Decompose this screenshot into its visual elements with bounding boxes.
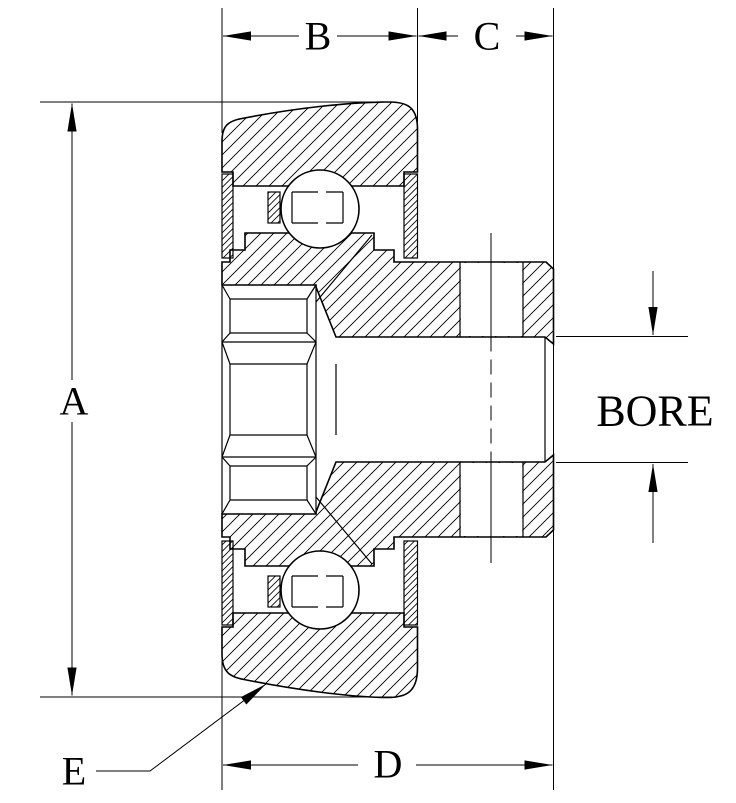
dim-label-d: D xyxy=(374,742,403,787)
dim-label-a: A xyxy=(60,379,89,424)
dim-label-e: E xyxy=(62,749,86,794)
bore-label: BORE xyxy=(596,387,713,436)
dimension-d: D xyxy=(223,742,553,787)
cage-bottom xyxy=(267,575,344,608)
dim-label-c: C xyxy=(474,14,501,59)
lube-hole xyxy=(459,262,524,537)
seal-top-left xyxy=(221,173,234,259)
seal-top-right xyxy=(403,173,419,259)
seal-bottom-right xyxy=(403,540,419,626)
hub-shoulder-chamfer-lines xyxy=(315,234,373,565)
hex-bore-detail xyxy=(221,284,337,515)
outer-ring-section-top xyxy=(221,101,419,187)
dimension-b: B xyxy=(223,14,417,59)
dim-label-b: B xyxy=(305,14,332,59)
cage-top xyxy=(267,191,344,224)
dimension-c: C xyxy=(418,14,553,59)
dimension-bore: BORE xyxy=(596,271,714,543)
seal-bottom-left xyxy=(221,540,234,626)
dimension-a: A xyxy=(60,103,89,696)
ball-bottom xyxy=(280,550,360,630)
ball-top xyxy=(280,169,360,249)
extension-lines xyxy=(40,8,688,790)
outer-ring-section-bottom xyxy=(221,612,419,699)
leader-e: E xyxy=(62,683,267,794)
